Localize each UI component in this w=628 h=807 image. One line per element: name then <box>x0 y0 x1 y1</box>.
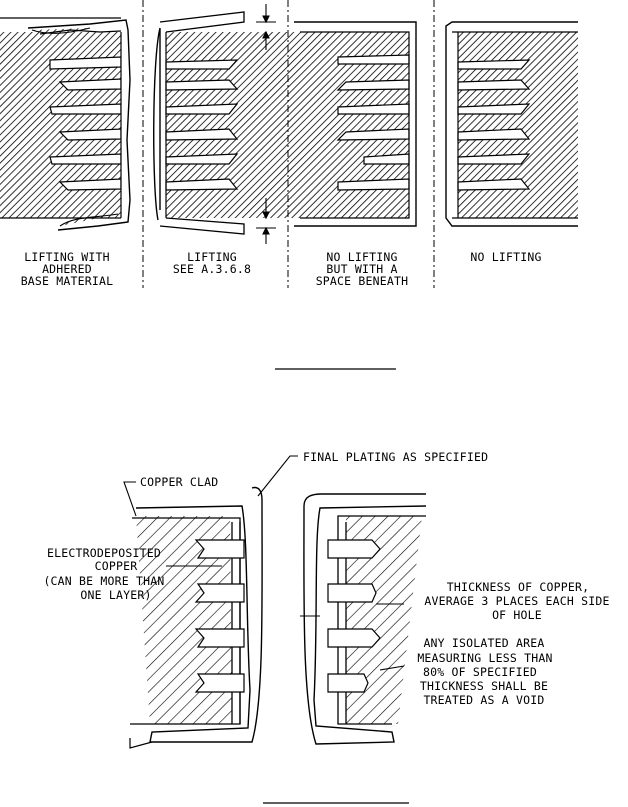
callout-leaders <box>123 455 405 671</box>
isolated-area-label-3: 80% OF SPECIFIED <box>423 665 537 679</box>
electrodeposited-label-4: ONE LAYER) <box>80 588 151 602</box>
top-panel-labels: LIFTING WITH ADHERED BASE MATERIAL LIFTI… <box>21 250 542 288</box>
label-lifting-adhered-1: LIFTING WITH <box>24 250 109 264</box>
label-no-lifting-space-2: BUT WITH A <box>326 262 397 276</box>
label-lifting-adhered-2: ADHERED <box>42 262 92 276</box>
final-plating-label: FINAL PLATING AS SPECIFIED <box>303 450 488 464</box>
isolated-area-label-4: THICKNESS SHALL BE <box>420 679 548 693</box>
thickness-label-3: OF HOLE <box>492 608 542 622</box>
panel-no-lifting <box>445 21 578 227</box>
electrodeposited-label-3: (CAN BE MORE THAN <box>43 574 164 588</box>
right-hole-wall <box>300 493 427 745</box>
copper-clad-label: COPPER CLAD <box>140 475 218 489</box>
left-hole-wall <box>129 486 263 749</box>
electrodeposited-label-2: COPPER <box>95 559 138 573</box>
electrodeposited-label-1: ELECTRODEPOSITED <box>47 546 161 560</box>
isolated-area-label-5: TREATED AS A VOID <box>423 693 544 707</box>
isolated-area-label-1: ANY ISOLATED AREA <box>423 636 544 650</box>
label-lifting-1: LIFTING <box>187 250 237 264</box>
isolated-area-label-2: MEASURING LESS THAN <box>417 651 552 665</box>
thickness-label-2: AVERAGE 3 PLACES EACH SIDE <box>424 594 609 608</box>
label-no-lifting-space-1: NO LIFTING <box>326 250 397 264</box>
thickness-label-1: THICKNESS OF COPPER, <box>447 580 589 594</box>
label-lifting-2: SEE A.3.6.8 <box>173 262 251 276</box>
panel-lifting-see <box>153 4 417 244</box>
plated-hole-diagram: FINAL PLATING AS SPECIFIED COPPER CLAD E… <box>43 450 609 749</box>
label-no-lifting: NO LIFTING <box>470 250 541 264</box>
panel-lifting-adhered <box>0 17 131 231</box>
label-lifting-adhered-3: BASE MATERIAL <box>21 274 114 288</box>
top-panels: LIFTING WITH ADHERED BASE MATERIAL LIFTI… <box>0 0 578 288</box>
label-no-lifting-space-3: SPACE BENEATH <box>316 274 409 288</box>
